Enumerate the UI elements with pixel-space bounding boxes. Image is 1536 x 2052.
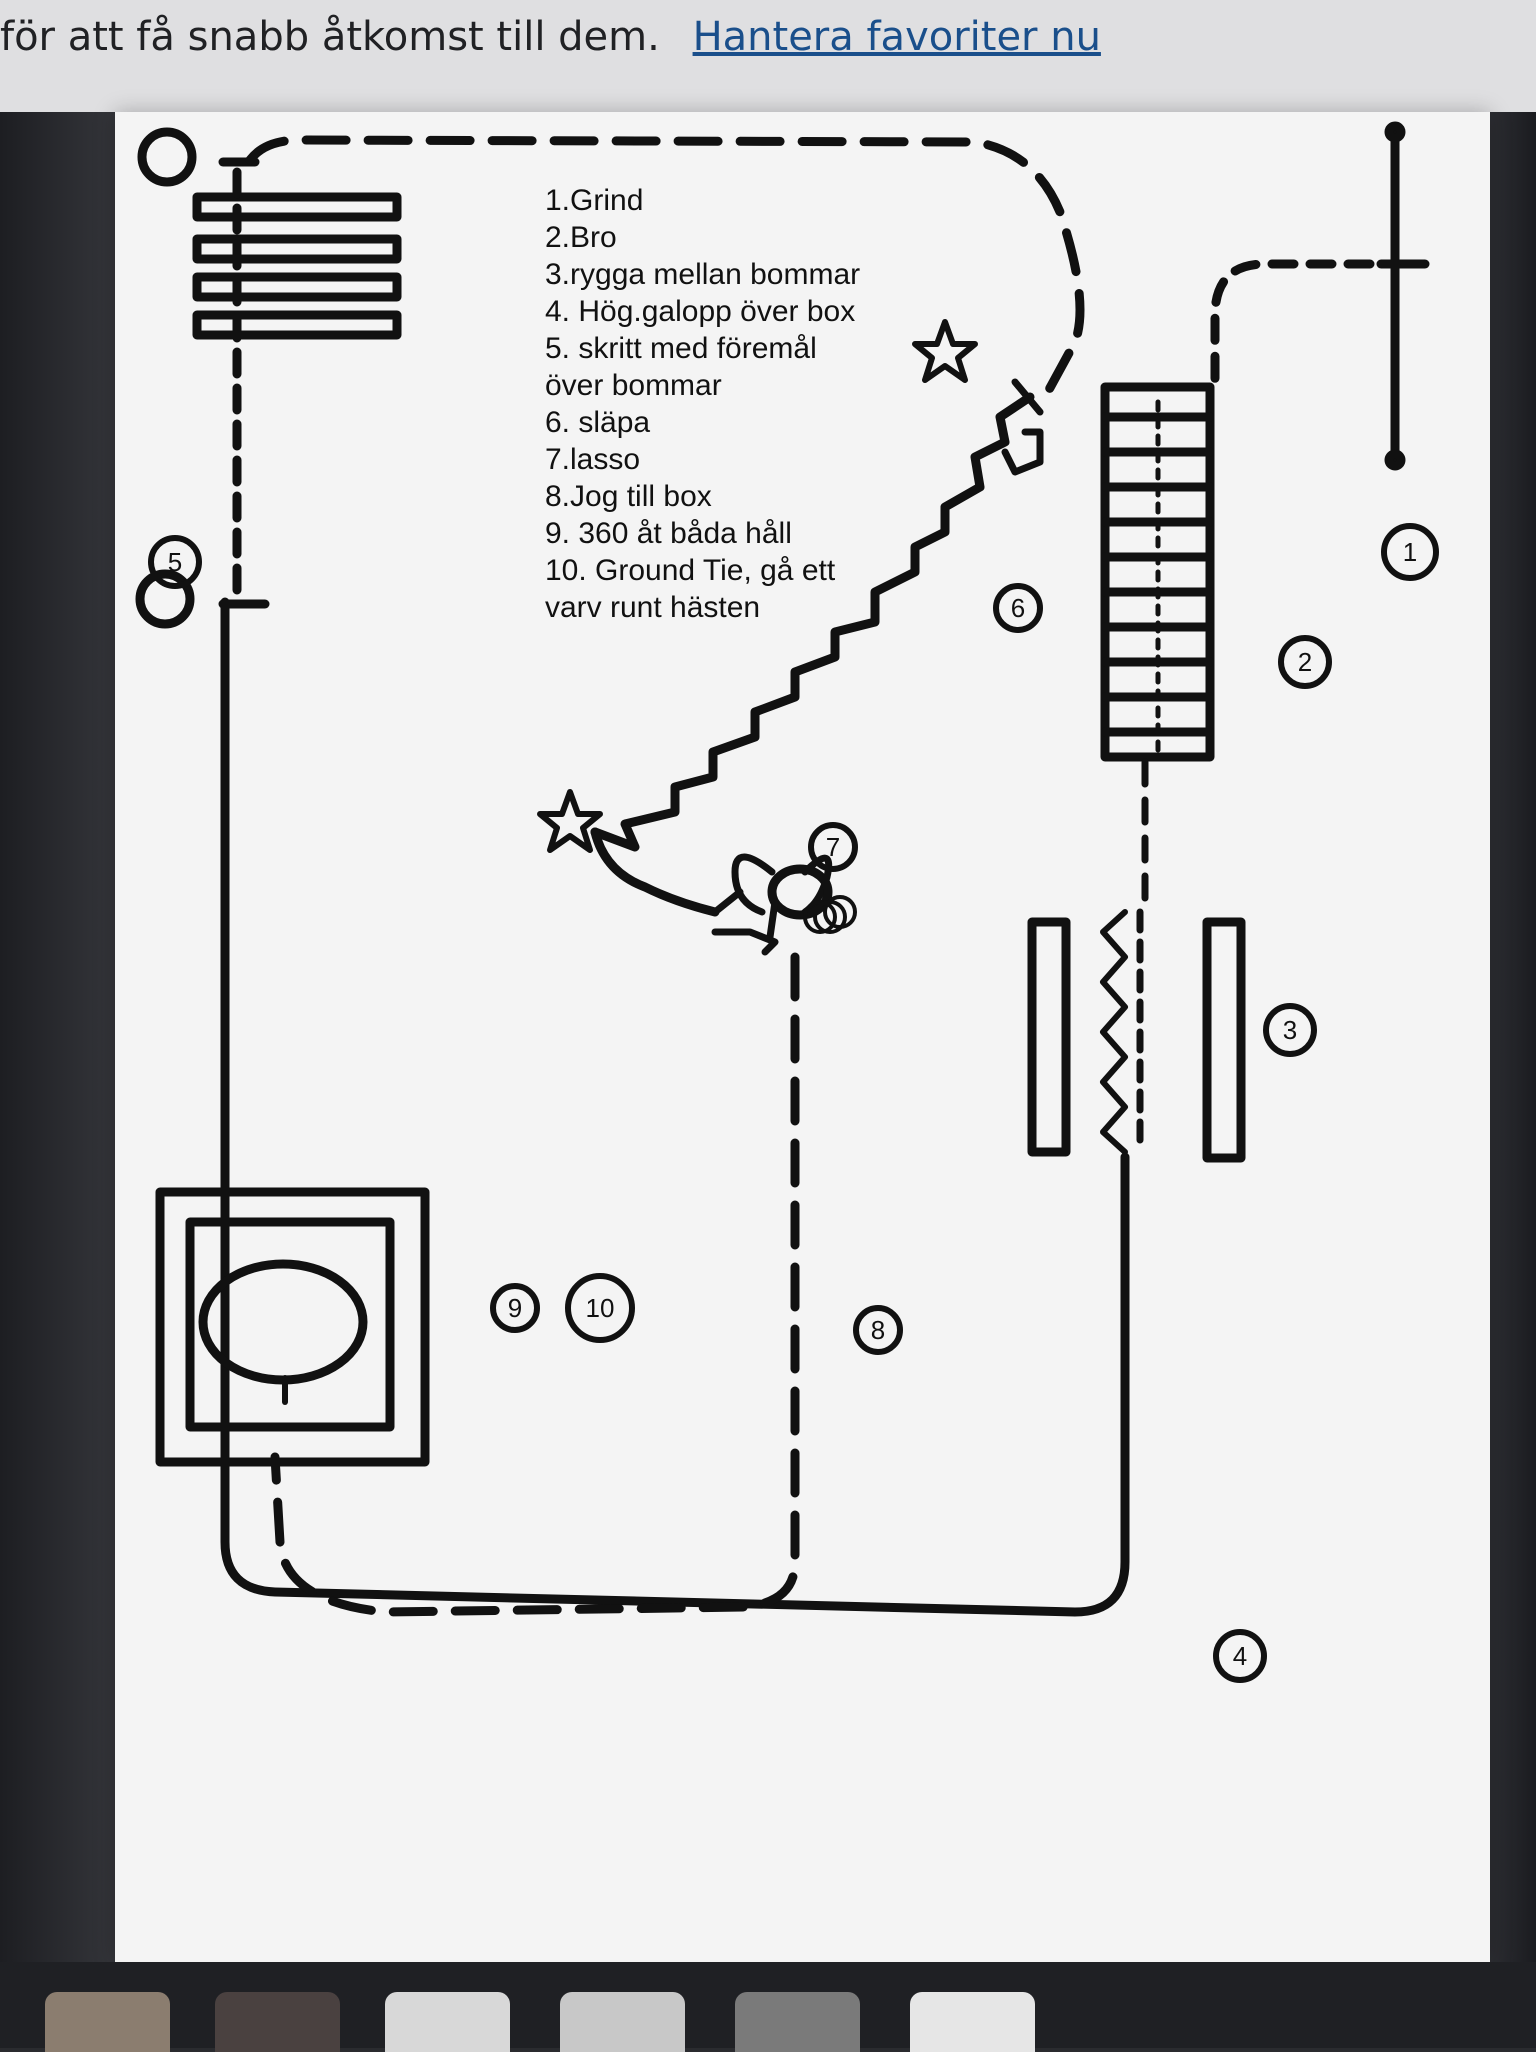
route-to-bridge bbox=[1210, 259, 1375, 387]
marker-3-circle bbox=[1263, 1003, 1317, 1057]
gate-obstacle bbox=[1376, 121, 1440, 471]
legend-item: över bommar bbox=[545, 369, 722, 402]
manage-favorites-link[interactable]: Hantera favoriter nu bbox=[692, 14, 1101, 60]
infobar-text: för att få snabb åtkomst till dem. Hante… bbox=[0, 14, 1101, 60]
legend-item: 2.Bro bbox=[545, 221, 617, 254]
backup-poles-obstacle bbox=[1027, 908, 1246, 1163]
monitor-bezel-right bbox=[1490, 112, 1536, 2048]
taskbar-thumbnail[interactable] bbox=[45, 1992, 170, 2052]
marker-6-label: 6 bbox=[1011, 593, 1025, 623]
marker-4-label: 4 bbox=[1233, 1641, 1247, 1671]
marker-6-circle bbox=[993, 583, 1043, 633]
drag-obstacle bbox=[590, 378, 1044, 917]
marker-10-label: 10 bbox=[586, 1293, 615, 1323]
marker-9-label: 9 bbox=[508, 1293, 522, 1323]
marker-7-circle bbox=[808, 822, 858, 872]
legend-item: 6. släpa bbox=[545, 406, 651, 439]
marker-4-circle bbox=[1213, 1629, 1267, 1683]
box-obstacle bbox=[155, 1187, 430, 1467]
favorites-infobar: för att få snabb åtkomst till dem. Hante… bbox=[0, 0, 1536, 112]
marker-2-label: 2 bbox=[1298, 647, 1312, 677]
monitor-bezel-left bbox=[0, 112, 115, 2048]
legend-item: 1.Grind bbox=[545, 184, 644, 217]
legend-item: 5. skritt med föremål bbox=[545, 332, 817, 365]
course-legend: 1.Grind 2.Bro 3.rygga mellan bommar 4. H… bbox=[545, 182, 860, 626]
walk-over-poles-obstacle bbox=[135, 127, 402, 629]
legend-item: 4. Hög.galopp över box bbox=[545, 295, 856, 328]
marker-8-circle bbox=[853, 1305, 903, 1355]
marker-3-label: 3 bbox=[1283, 1015, 1297, 1045]
taskbar-thumbnail[interactable] bbox=[910, 1992, 1035, 2052]
route-jog-to-box bbox=[270, 952, 800, 1617]
route-top-arc bbox=[245, 135, 1085, 402]
legend-item: 3.rygga mellan bommar bbox=[545, 258, 861, 291]
marker-9-circle bbox=[490, 1283, 540, 1333]
course-diagram-page: 1 2 3 4 5 6 7 8 9 10 1.Grind 2.Bro 3.ryg… bbox=[115, 112, 1490, 1962]
taskbar-thumbnail[interactable] bbox=[385, 1992, 510, 2052]
taskbar bbox=[0, 1962, 1536, 2052]
taskbar-thumbnail[interactable] bbox=[735, 1992, 860, 2052]
star-icon bbox=[537, 789, 603, 853]
legend-item: 8.Jog till box bbox=[545, 480, 712, 513]
marker-5-circle bbox=[148, 535, 202, 589]
number-markers bbox=[148, 523, 1439, 1683]
marker-7-label: 7 bbox=[826, 832, 840, 862]
marker-10-circle bbox=[565, 1273, 635, 1343]
marker-1-label: 1 bbox=[1403, 537, 1417, 567]
star-icon bbox=[912, 319, 978, 383]
bridge-obstacle bbox=[1100, 382, 1215, 762]
legend-item: 10. Ground Tie, gå ett bbox=[545, 554, 836, 587]
legend-item: varv runt hästen bbox=[545, 591, 761, 624]
marker-2-circle bbox=[1278, 635, 1332, 689]
taskbar-thumbnail[interactable] bbox=[215, 1992, 340, 2052]
marker-1-circle bbox=[1381, 523, 1439, 581]
route-lope bbox=[220, 597, 1130, 1617]
marker-8-label: 8 bbox=[871, 1315, 885, 1345]
infobar-message: för att få snabb åtkomst till dem. bbox=[0, 14, 660, 60]
legend-item: 9. 360 åt båda håll bbox=[545, 517, 792, 550]
course-diagram: 1 2 3 4 5 6 7 8 9 10 bbox=[135, 121, 1440, 1683]
marker-5-label: 5 bbox=[168, 547, 182, 577]
legend-item: 7.lasso bbox=[545, 443, 641, 476]
taskbar-thumbnail[interactable] bbox=[560, 1992, 685, 2052]
